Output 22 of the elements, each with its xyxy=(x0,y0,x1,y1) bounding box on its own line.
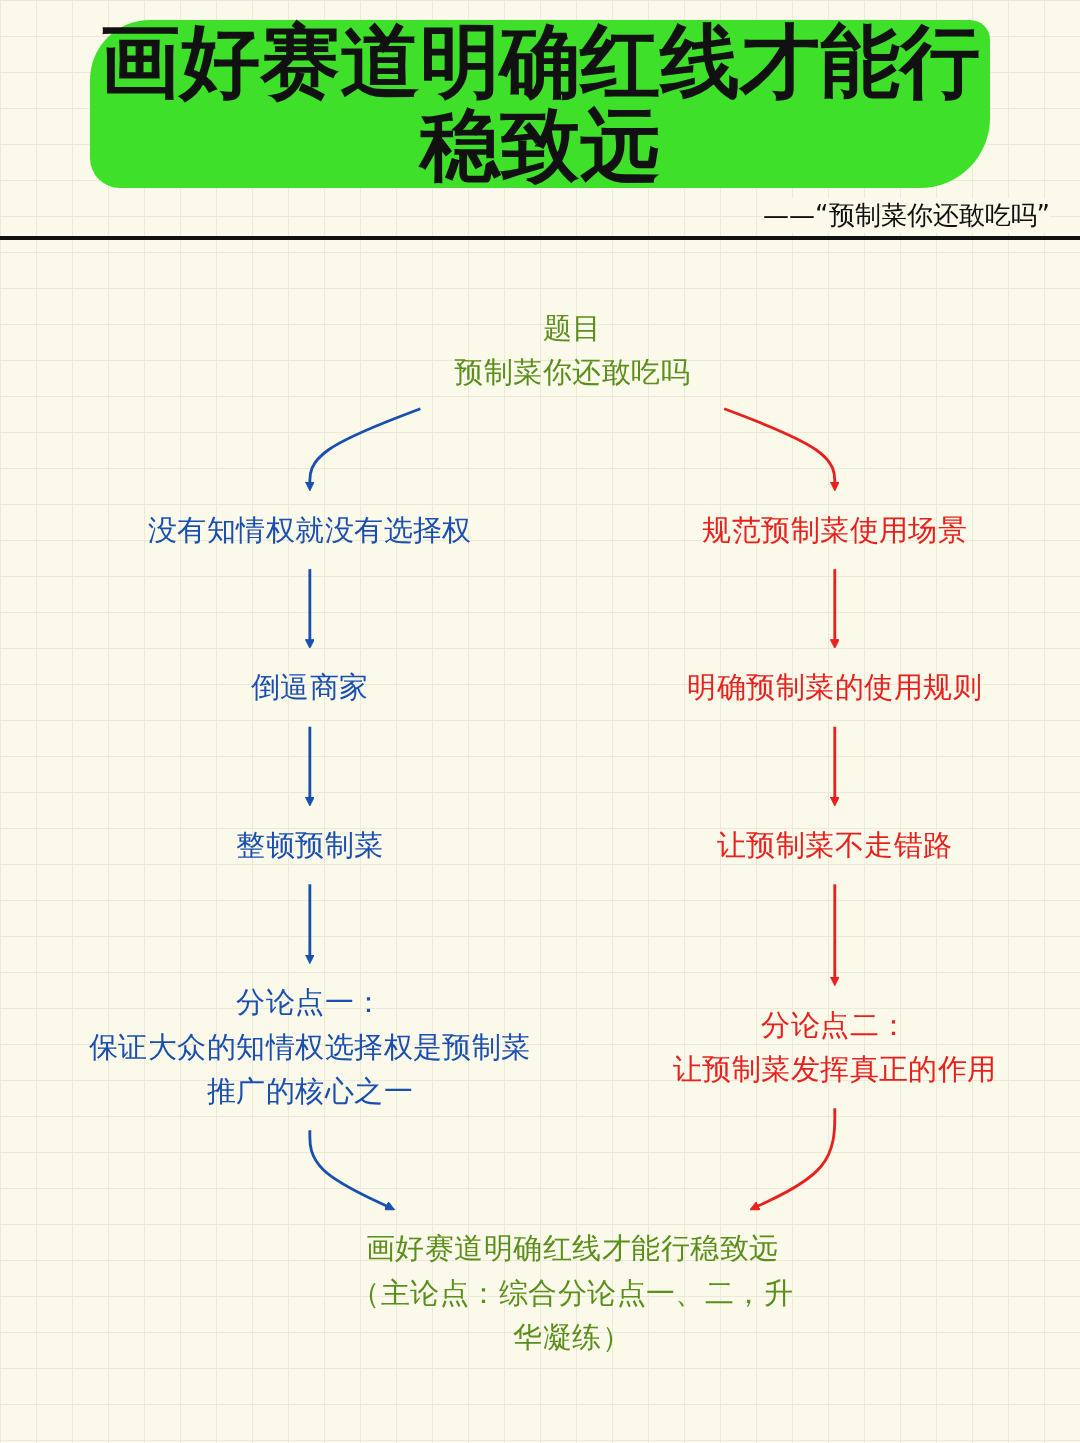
arrow xyxy=(723,407,840,492)
node-text: 画好赛道明确红线才能行稳致远 （主论点：综合分论点一、二，升华凝练） xyxy=(351,1231,794,1354)
subtitle-quote: ——“预制菜你还敢吃吗” xyxy=(763,198,1050,233)
node-text: 倒逼商家 xyxy=(250,670,369,705)
node-text: 分论点一： 保证大众的知情权选择权是预制菜推广的核心之一 xyxy=(88,985,531,1108)
node-text: 没有知情权就没有选择权 xyxy=(147,512,472,547)
arrow xyxy=(829,884,840,987)
arrow xyxy=(304,884,315,965)
title: 画好赛道明确红线才能行稳致远 xyxy=(90,20,990,188)
node-text: 题目 预制菜你还敢吃吗 xyxy=(454,310,691,389)
arrow xyxy=(304,407,421,492)
node-text: 整顿预制菜 xyxy=(236,827,384,862)
arrow xyxy=(829,726,840,807)
node-text: 让预制菜不走错路 xyxy=(716,827,953,862)
node-text: 规范预制菜使用场景 xyxy=(702,512,968,547)
arrow xyxy=(304,726,315,807)
arrow xyxy=(308,1130,395,1211)
node-text: 明确预制菜的使用规则 xyxy=(687,670,983,705)
arrow xyxy=(749,1108,837,1211)
node-text: 分论点二： 让预制菜发挥真正的作用 xyxy=(672,1007,997,1086)
arrow xyxy=(829,569,840,649)
arrow xyxy=(304,569,315,649)
